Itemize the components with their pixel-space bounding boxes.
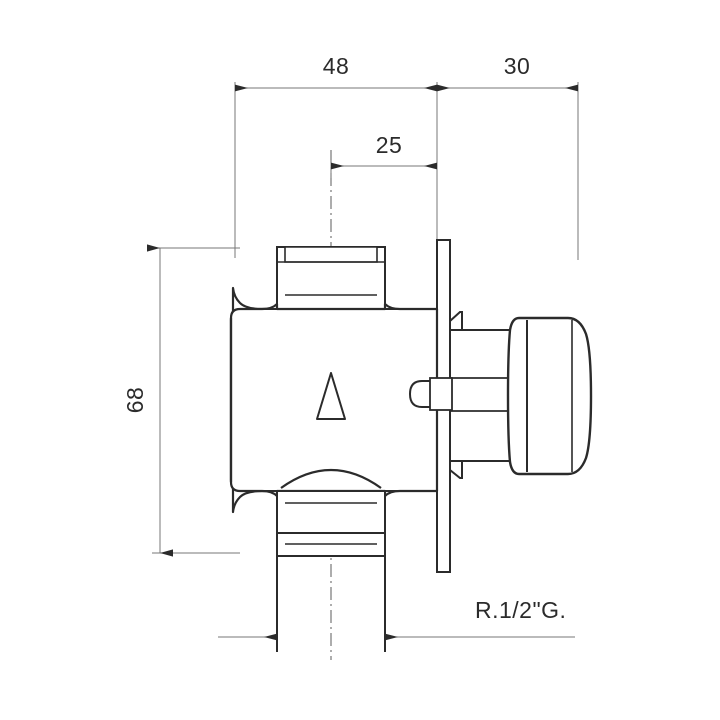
dim-label-30: 30 (504, 53, 531, 79)
knob-cap (506, 316, 593, 476)
knob-stem-shaft (449, 329, 515, 462)
knob-cap-outline (506, 316, 593, 476)
dimension-25: 25 (330, 132, 437, 178)
thread-spec-label: R.1/2"G. (475, 597, 566, 623)
outlet-pipe (276, 556, 386, 652)
stem-pin-collar (429, 377, 453, 411)
dim-label-48: 48 (323, 53, 350, 79)
dimension-30: 30 (437, 53, 578, 92)
stem-pin-detail (408, 377, 453, 411)
top-threaded-connector (276, 246, 386, 310)
dimension-68: 68 (122, 244, 173, 557)
bottom-connector-outline (276, 490, 386, 557)
thread-spec-annotation: R.1/2"G. (444, 597, 575, 638)
dim-label-25: 25 (376, 132, 403, 158)
bottom-fillet-curve (280, 469, 382, 489)
knob-stem (449, 311, 515, 479)
dim-label-68: 68 (122, 387, 148, 414)
dimension-48: 48 (235, 53, 437, 92)
flow-direction-triangle-icon (316, 372, 346, 420)
top-connector-collar (284, 246, 378, 263)
bottom-threaded-connector (276, 490, 386, 557)
